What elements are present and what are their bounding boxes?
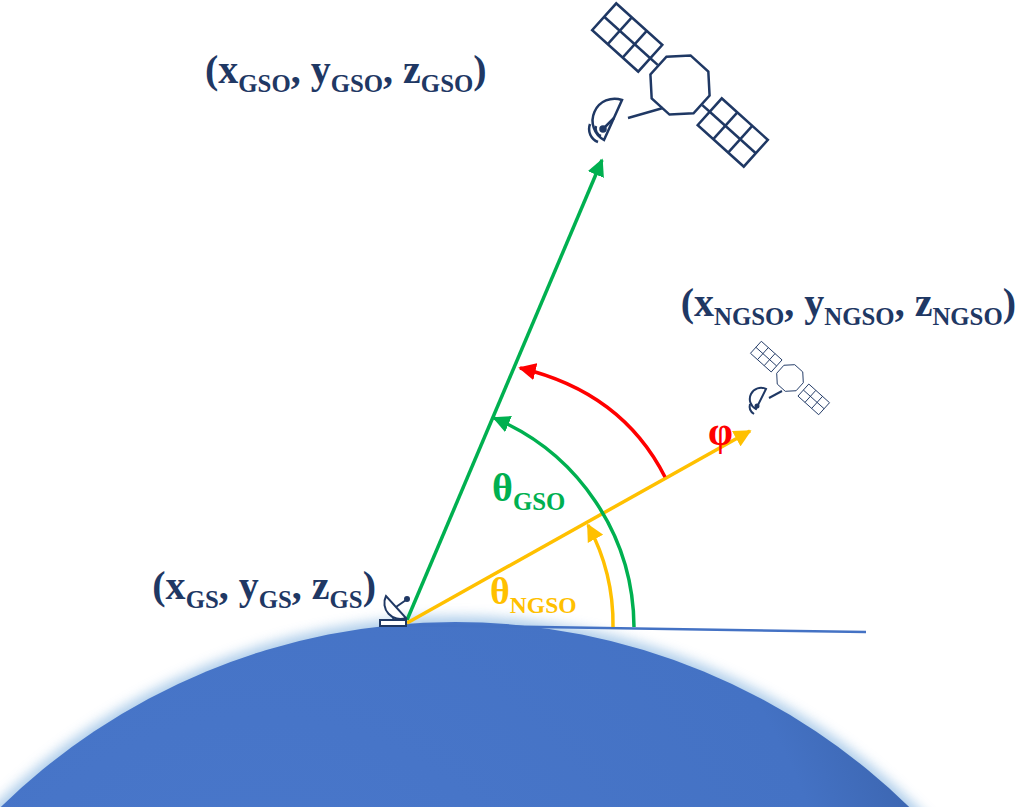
ground-station: [380, 596, 409, 626]
subscript-text: NGSO: [824, 303, 894, 330]
gso-elevation-label: θGSO: [492, 468, 565, 515]
ngso-elevation-arc: [588, 525, 613, 627]
gso-sight-line: [407, 160, 602, 620]
label-text: (x: [152, 563, 185, 608]
label-text: (x: [205, 47, 238, 92]
label-text: ): [1003, 280, 1016, 325]
earth-glow: [0, 616, 1024, 807]
subscript-text: NGSO: [510, 592, 577, 618]
separation-angle-arc: [520, 368, 665, 477]
label-text: θ: [490, 570, 510, 612]
label-text: , z: [383, 47, 421, 92]
ngso-elevation-label: θNGSO: [490, 572, 577, 617]
subscript-text: GSO: [238, 70, 290, 97]
subscript-text: GSO: [421, 70, 473, 97]
label-text: , z: [292, 563, 330, 608]
ground-station-coordinates: (xGS, yGS, zGS): [152, 566, 376, 613]
label-text: ): [473, 47, 486, 92]
subscript-text: NGSO: [932, 303, 1002, 330]
ngso-coordinates: (xNGSO, yNGSO, zNGSO): [681, 283, 1016, 330]
subscript-text: GS: [259, 586, 292, 613]
subscript-text: NGSO: [714, 303, 784, 330]
earth: [0, 622, 1024, 807]
label-text: (x: [681, 280, 714, 325]
gso-elevation-arc: [494, 418, 634, 627]
label-text: θ: [492, 465, 513, 510]
subscript-text: GSO: [513, 488, 565, 515]
separation-angle-label: φ: [708, 412, 733, 452]
label-text: φ: [708, 409, 733, 454]
label-text: , y: [219, 563, 259, 608]
gso-coordinates: (xGSO, yGSO, zGSO): [205, 50, 487, 97]
label-text: ): [363, 563, 376, 608]
label-text: , y: [784, 280, 824, 325]
subscript-text: GS: [330, 586, 363, 613]
label-text: , y: [291, 47, 331, 92]
ngso-satellite: [747, 338, 833, 419]
label-text: , z: [895, 280, 933, 325]
ngso-sight-line: [407, 431, 750, 623]
subscript-text: GSO: [331, 70, 383, 97]
gso-satellite: [585, 0, 775, 175]
subscript-text: GS: [186, 586, 219, 613]
